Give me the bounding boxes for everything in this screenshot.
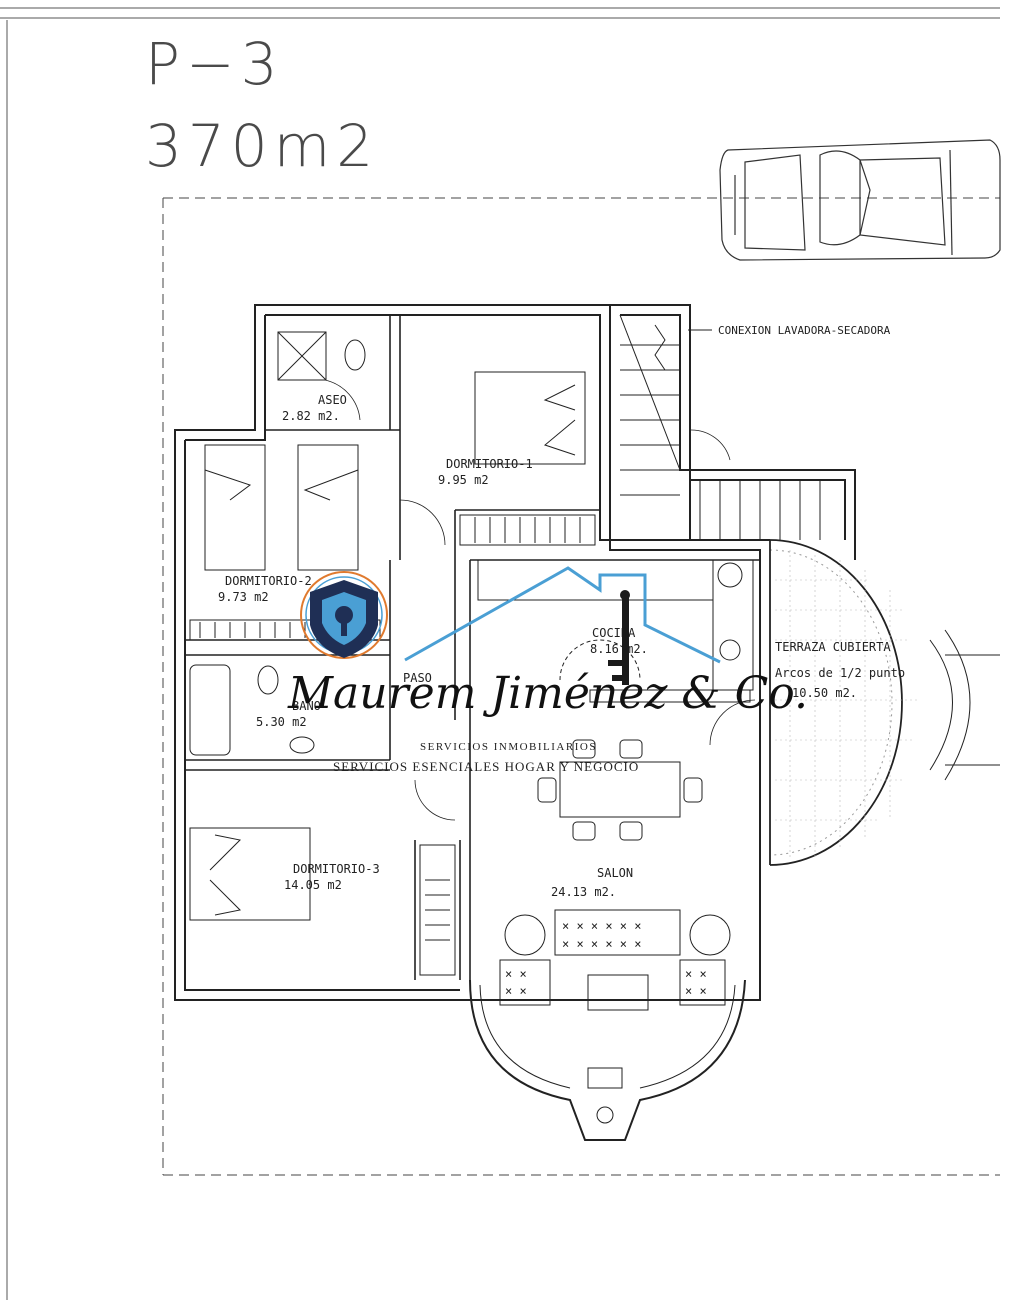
svg-text:× ×: × × (505, 967, 527, 981)
room-area-dorm2: 9.73 m2 (218, 590, 269, 604)
room-name-cocina: COCINA (592, 626, 636, 640)
room-name-dorm3: DORMITORIO-3 (293, 862, 380, 876)
room-name-dorm1: DORMITORIO-1 (446, 457, 533, 471)
room-area-dorm3: 14.05 m2 (284, 878, 342, 892)
terrace-grid (775, 550, 920, 860)
room-name-salon: SALON (597, 866, 633, 880)
room-name-paso: PASO (403, 671, 432, 685)
terrace-structure (769, 539, 1000, 866)
plan-area-title: 370m2 (145, 112, 380, 180)
room-area-aseo: 2.82 m2. (282, 409, 340, 423)
sofa-pattern: × × × × × × × × × × × × × × × × × × × × (505, 919, 707, 998)
room-area-bano: 5.30 m2 (256, 715, 307, 729)
watermark-shield-icon (300, 571, 388, 659)
svg-text:× ×: × × (505, 984, 527, 998)
stairs-icon (619, 314, 821, 540)
salon-bay (469, 979, 746, 1141)
room-area-terraza: 10.50 m2. (792, 686, 857, 700)
sheet-border (0, 7, 1000, 1300)
watermark-brand-name: Maurem Jiménez & Co. (287, 668, 808, 719)
svg-text:× ×: × × (685, 967, 707, 981)
watermark-tagline-2: SERVICIOS ESENCIALES HOGAR Y NEGOCIO (333, 759, 639, 774)
car-icon (719, 139, 1001, 261)
room-note-terraza: Arcos de 1/2 punto (775, 666, 905, 680)
room-area-dorm1: 9.95 m2 (438, 473, 489, 487)
beds (189, 371, 586, 921)
dining-table (537, 739, 703, 841)
watermark: Maurem Jiménez & Co. SERVICIOS INMOBILIA… (287, 566, 808, 774)
watermark-key-icon (608, 590, 630, 685)
room-area-cocina: 8.16 m2. (590, 642, 648, 656)
door-swings (324, 379, 756, 821)
room-name-bano: BAÑO (292, 698, 321, 713)
sofa-set (499, 909, 731, 1011)
watermark-roof-line (404, 566, 721, 664)
room-name-aseo: ASEO (318, 393, 347, 407)
svg-text:× × × × × ×: × × × × × × (562, 937, 641, 951)
laundry-annotation: CONEXION LAVADORA-SECADORA (718, 324, 891, 337)
plan-level-title: P−3 (145, 30, 284, 98)
room-area-salon: 24.13 m2. (551, 885, 616, 899)
svg-text:× × × × × ×: × × × × × × (562, 919, 641, 933)
room-name-dorm2: DORMITORIO-2 (225, 574, 312, 588)
sanitary-fixtures (189, 331, 743, 756)
svg-text:× ×: × × (685, 984, 707, 998)
room-name-terraza: TERRAZA CUBIERTA (775, 640, 891, 654)
watermark-tagline-1: SERVICIOS INMOBILIARIOS (420, 741, 597, 753)
interior-walls (185, 315, 760, 980)
kitchen-counters (477, 559, 754, 703)
